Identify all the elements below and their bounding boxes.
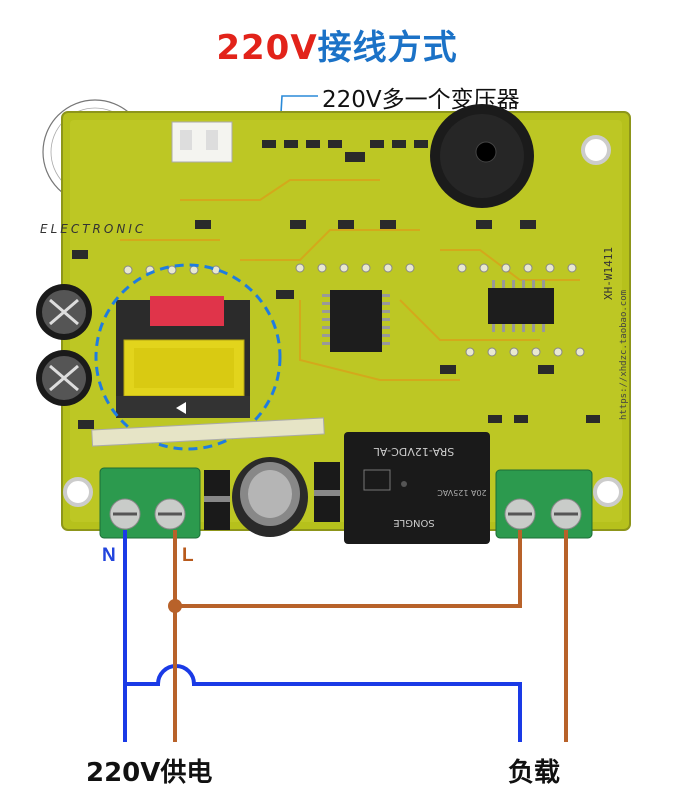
label-load: 负载 — [508, 758, 561, 788]
pcb-board: SRA-12VDC-AL 20A 125VAC SONGLE — [36, 104, 631, 544]
label-supply: 220V供电 — [86, 758, 213, 788]
board-site: https://xhdzc.taobao.com — [619, 290, 629, 420]
buzzer — [430, 104, 534, 208]
capacitor-left-top — [36, 284, 92, 340]
label-neutral: N — [102, 545, 116, 566]
terminal-block-right — [495, 469, 593, 539]
label-live: L — [182, 545, 194, 566]
svg-text:SRA-12VDC-AL: SRA-12VDC-AL — [373, 445, 454, 458]
wiring — [123, 530, 568, 742]
diode-left — [204, 470, 230, 530]
svg-text:SONGLE: SONGLE — [393, 517, 434, 528]
wire-live-to-relay — [175, 530, 522, 608]
title-voltage: 220V — [216, 28, 318, 68]
relay: SRA-12VDC-AL 20A 125VAC SONGLE — [344, 432, 490, 544]
wire-neutral-to-load — [125, 664, 522, 742]
board-model: XH-W1411 — [602, 247, 615, 300]
logo-text: ELECTRONIC — [40, 222, 147, 236]
diode-right — [314, 462, 340, 522]
title-method: 接线方式 — [317, 28, 458, 68]
capacitor-left-bottom — [36, 350, 92, 406]
page-title: 220V接线方式 — [0, 20, 674, 69]
transformer — [116, 296, 250, 418]
svg-text:20A 125VAC: 20A 125VAC — [437, 488, 487, 497]
terminal-block-left — [99, 467, 201, 539]
ic-chip-u3 — [322, 290, 390, 352]
capacitor-main — [232, 457, 308, 537]
transformer-highlight — [94, 263, 282, 451]
junction-dot — [168, 599, 182, 613]
ic-chip-u2 — [488, 280, 554, 332]
